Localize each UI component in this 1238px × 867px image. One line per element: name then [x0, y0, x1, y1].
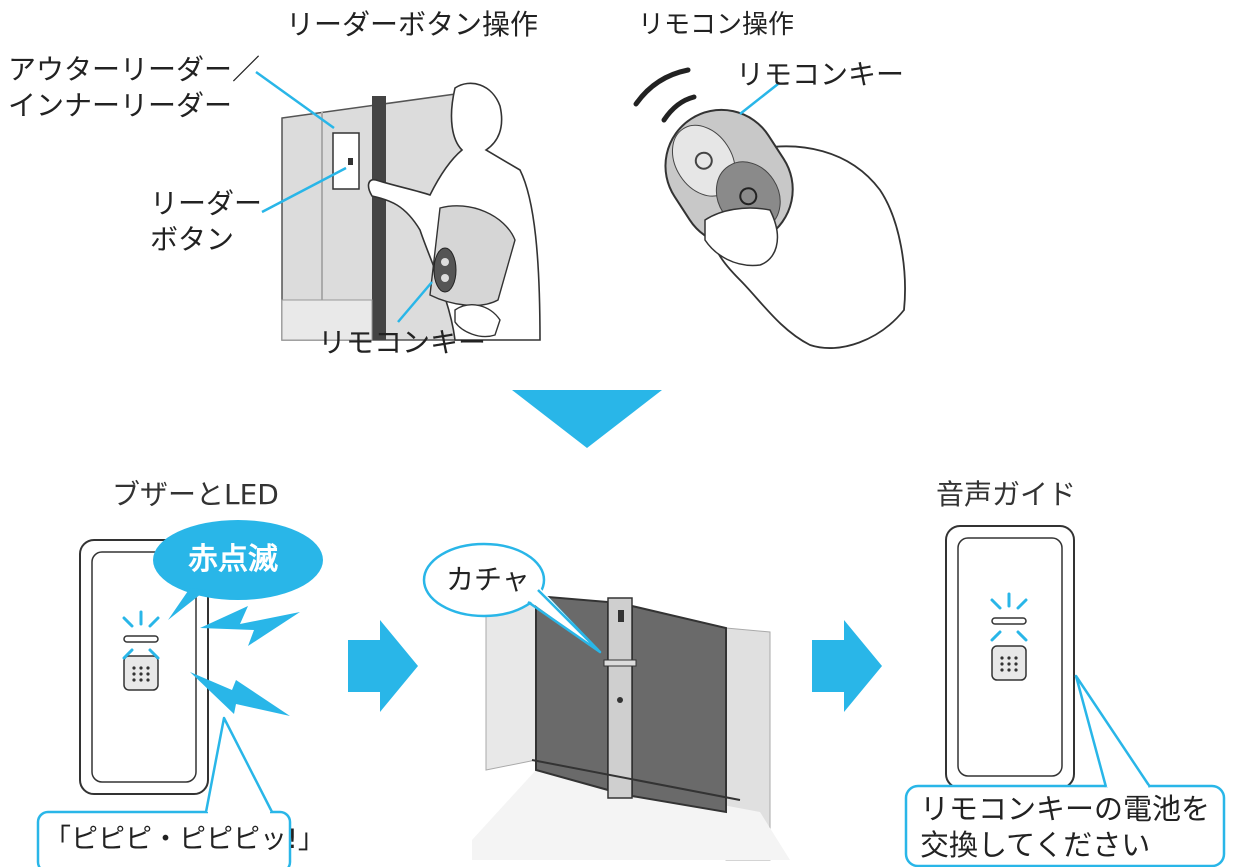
- reader-with-led: [79, 539, 209, 795]
- door-scene-illustration: [281, 82, 541, 341]
- right-arrow-1: [348, 620, 418, 712]
- voice-callout-shape: [904, 674, 1226, 867]
- beep-callout-shape: [36, 716, 292, 867]
- buzzer-sound-icon: [190, 606, 300, 716]
- voice-guide-caption: 音声ガイド: [936, 478, 1077, 511]
- led-indicator-right: [991, 617, 1027, 625]
- remote-key-label-right: リモコンキー: [736, 58, 905, 91]
- beep-callout: 「ピピピ・ピピピッ!」: [44, 824, 325, 855]
- blink-badge-shape: [153, 520, 323, 620]
- down-arrow: [512, 390, 662, 448]
- buzzer-led-caption: ブザーとLED: [112, 478, 279, 511]
- callout-lines-top-left: [255, 70, 433, 323]
- reader-voice-guide: [945, 525, 1075, 789]
- right-arrow-2: [812, 620, 882, 712]
- callout-line-top-right: [739, 83, 779, 115]
- reader-button-label: リーダー ボタン: [150, 187, 263, 256]
- remote-key-on-bag: [433, 247, 457, 293]
- voice-callout: リモコンキーの電池を 交換してください: [920, 792, 1211, 862]
- gate-illustration: [472, 594, 790, 861]
- remote-in-hand-illustration: [633, 67, 906, 349]
- led-flash-icon: [122, 610, 160, 660]
- led-indicator: [123, 635, 159, 643]
- signal-wave-inner: [661, 94, 697, 123]
- outer-reader-device: [332, 132, 360, 190]
- remote-caption: リモコン操作: [638, 10, 795, 40]
- click-sound-label: カチャ: [446, 563, 530, 596]
- led-flash-icon-right: [990, 592, 1028, 642]
- reader-button-caption: リーダーボタン操作: [286, 8, 539, 41]
- blink-badge: 赤点滅: [188, 542, 278, 577]
- click-bubble-shape: [422, 542, 602, 654]
- reader-label: アウターリーダー／ インナーリーダー: [8, 53, 261, 122]
- remote-key-label-left: リモコンキー: [318, 326, 487, 359]
- signal-wave-outer: [633, 67, 691, 107]
